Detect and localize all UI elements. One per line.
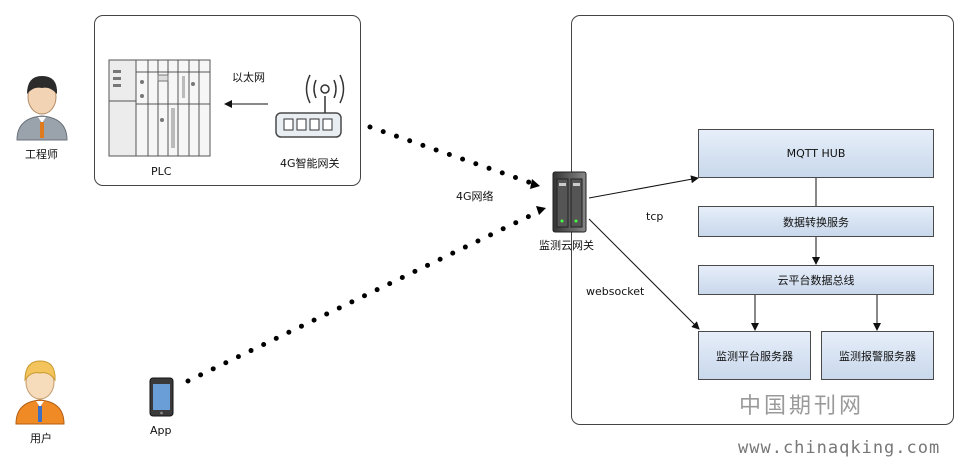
- cloud-bus-box: 云平台数据总线: [698, 265, 934, 295]
- engineer-icon: [16, 76, 68, 141]
- 4g-network-link: [367, 124, 543, 189]
- plc-rack-icon: [108, 59, 211, 157]
- app-phone-icon: [149, 377, 174, 417]
- monitor-server-label: 监测平台服务器: [716, 349, 793, 363]
- websocket-link: [588, 218, 700, 330]
- alarm-server-box: 监测报警服务器: [821, 331, 934, 380]
- monitor-gateway-server-icon: [552, 171, 587, 233]
- data-convert-label: 数据转换服务: [783, 215, 849, 229]
- data-convert-box: 数据转换服务: [698, 206, 934, 237]
- 4g-gateway-icon: [275, 74, 345, 138]
- app-network-link: [185, 208, 543, 384]
- app-label: App: [150, 424, 172, 437]
- 4g-gateway-label: 4G智能网关: [280, 157, 340, 170]
- engineer-label: 工程师: [25, 148, 58, 161]
- websocket-label: websocket: [586, 285, 645, 298]
- monitor-gateway-label: 监测云网关: [539, 239, 594, 252]
- user-icon: [15, 360, 65, 425]
- plc-label: PLC: [151, 165, 172, 178]
- mqtt-hub-label: MQTT HUB: [786, 147, 846, 160]
- tcp-label: tcp: [646, 210, 664, 223]
- user-label: 用户: [30, 432, 52, 445]
- mqtt-hub-box: MQTT HUB: [698, 129, 934, 178]
- alarm-server-label: 监测报警服务器: [839, 349, 916, 363]
- tcp-link: [588, 175, 699, 199]
- watermark-url: www.chinaqking.com: [738, 438, 941, 458]
- ethernet-label: 以太网: [232, 71, 265, 84]
- watermark-cn: 中国期刊网: [739, 394, 865, 419]
- 4g-network-label: 4G网络: [456, 190, 494, 203]
- monitor-server-box: 监测平台服务器: [698, 331, 811, 380]
- cloud-bus-label: 云平台数据总线: [777, 274, 855, 287]
